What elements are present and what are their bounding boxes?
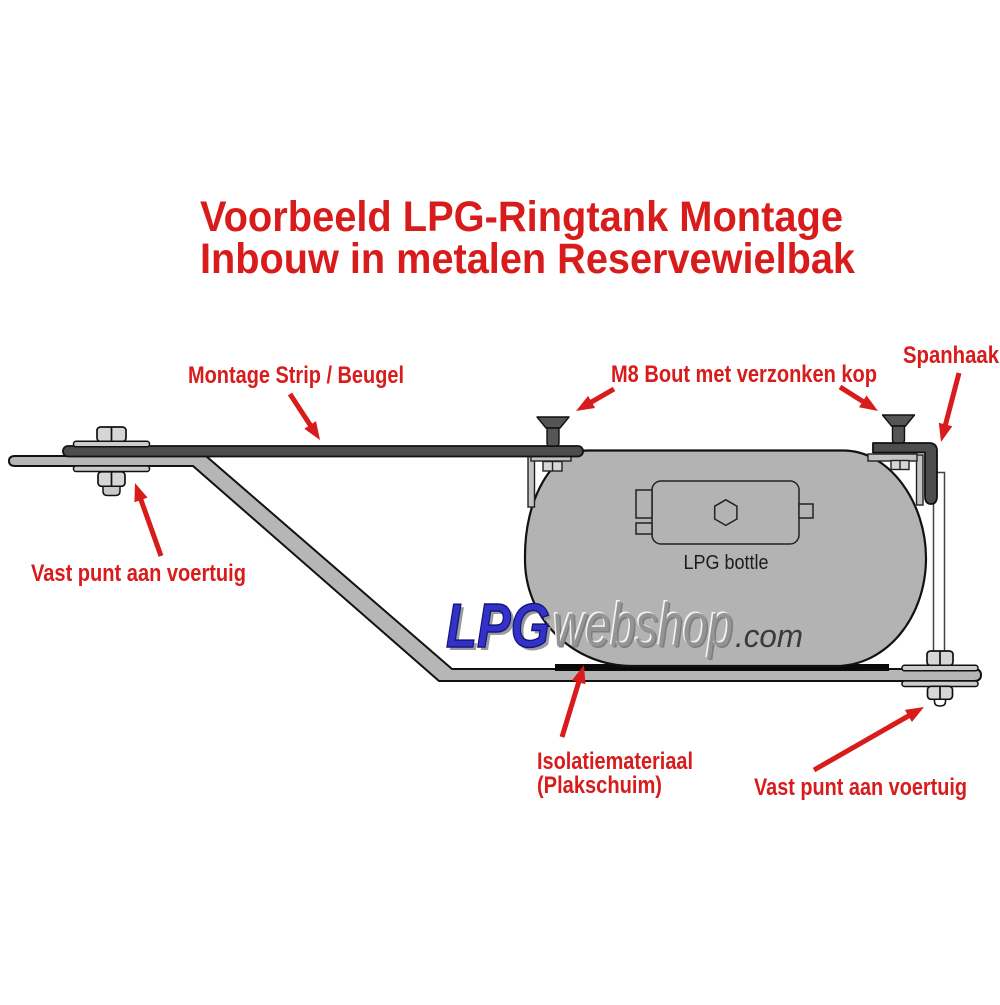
- svg-text:.com: .com: [735, 618, 803, 654]
- svg-text:M8 Bout met verzonken kop: M8 Bout met verzonken kop: [611, 361, 877, 388]
- svg-text:(Plakschuim): (Plakschuim): [537, 772, 662, 799]
- svg-text:Spanhaak: Spanhaak: [903, 342, 1000, 369]
- svg-text:Inbouw in metalen Reservewielb: Inbouw in metalen Reservewielbak: [200, 236, 855, 283]
- svg-text:webshop: webshop: [555, 593, 735, 661]
- svg-text:webshop: webshop: [552, 590, 732, 658]
- svg-text:Vast punt aan voertuig: Vast punt aan voertuig: [31, 560, 246, 587]
- svg-text:Montage Strip / Beugel: Montage Strip / Beugel: [188, 362, 404, 389]
- svg-text:LPG: LPG: [446, 592, 550, 661]
- svg-text:LPG bottle: LPG bottle: [684, 552, 769, 574]
- svg-text:Vast punt aan voertuig: Vast punt aan voertuig: [754, 774, 967, 801]
- svg-text:webshop: webshop: [553, 591, 733, 659]
- svg-text:LPG: LPG: [449, 595, 553, 664]
- svg-text:Voorbeeld LPG-Ringtank Montage: Voorbeeld LPG-Ringtank Montage: [200, 194, 843, 241]
- svg-text:Isolatiemateriaal: Isolatiemateriaal: [537, 748, 693, 775]
